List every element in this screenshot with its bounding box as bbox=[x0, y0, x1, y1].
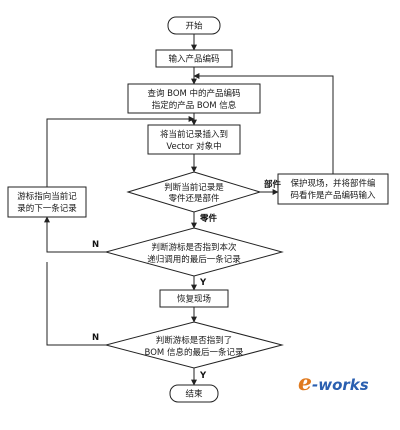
start-terminal: 开始 bbox=[167, 16, 221, 35]
save-scene-line-1: 保护现场，并将部件编 bbox=[290, 178, 375, 189]
insert-vector-line-2: Vector 对象中 bbox=[166, 141, 221, 152]
decision-last-call-line-2: 递归调用的最后一条记录 bbox=[147, 254, 241, 265]
decision-last-call: 判断游标是否指到本次 递归调用的最后一条记录 bbox=[104, 227, 284, 277]
restore-scene-box: 恢复现场 bbox=[159, 289, 229, 308]
input-code-label: 输入产品编码 bbox=[168, 54, 219, 65]
insert-vector-box: 将当前记录插入到 Vector 对象中 bbox=[147, 124, 241, 155]
decision-last-bom: 判断游标是否指到了 BOM 信息的最后一条记录 bbox=[104, 321, 284, 369]
decision-last-bom-line-1: 判断游标是否指到了 bbox=[156, 335, 233, 346]
decision-part-type: 判断当前记录是 零件还是部件 bbox=[126, 171, 262, 213]
end-terminal: 结束 bbox=[169, 384, 219, 403]
restore-scene-label: 恢复现场 bbox=[177, 294, 211, 305]
watermark-logo: e-works bbox=[298, 370, 369, 396]
decision-part-type-line-1: 判断当前记录是 bbox=[164, 182, 224, 193]
cursor-next-box: 游标指向当前记 录的下一条记录 bbox=[7, 186, 87, 218]
yes-label-2: Y bbox=[199, 371, 207, 381]
query-bom-line-2: 指定的产品 BOM 信息 bbox=[152, 100, 237, 111]
input-code-box: 输入产品编码 bbox=[155, 49, 233, 68]
e-works-watermark: e-works bbox=[298, 370, 369, 396]
branch-component-label: 零件 bbox=[199, 213, 218, 224]
yes-label-1: Y bbox=[199, 278, 207, 288]
cursor-next-line-1: 游标指向当前记 bbox=[17, 191, 77, 202]
save-scene-line-2: 码看作是产品编码输入 bbox=[290, 190, 376, 201]
start-label: 开始 bbox=[185, 21, 203, 32]
arrow-cursor-next-to-insert bbox=[46, 116, 195, 187]
insert-vector-line-1: 将当前记录插入到 bbox=[160, 129, 228, 140]
arrow-no2-to-cursor-next bbox=[46, 262, 106, 346]
cursor-next-line-2: 录的下一条记录 bbox=[17, 203, 77, 214]
no-label-2: N bbox=[92, 333, 99, 343]
save-scene-box: 保护现场，并将部件编 码看作是产品编码输入 bbox=[277, 173, 389, 205]
end-label: 结束 bbox=[185, 389, 203, 400]
branch-assembly-label: 部件 bbox=[264, 179, 282, 190]
decision-last-bom-line-2: BOM 信息的最后一条记录 bbox=[145, 347, 244, 358]
query-bom-line-1: 查询 BOM 中的产品编码 bbox=[147, 88, 240, 99]
decision-part-type-line-2: 零件还是部件 bbox=[168, 193, 220, 204]
arrow-recursion-loop bbox=[193, 73, 334, 174]
arrow-no-to-cursor-next bbox=[44, 216, 106, 253]
query-bom-box: 查询 BOM 中的产品编码 指定的产品 BOM 信息 bbox=[127, 83, 261, 114]
flow-connectors bbox=[44, 34, 334, 386]
decision-last-call-line-1: 判断游标是否指到本次 bbox=[151, 242, 237, 253]
no-label-1: N bbox=[92, 240, 99, 250]
